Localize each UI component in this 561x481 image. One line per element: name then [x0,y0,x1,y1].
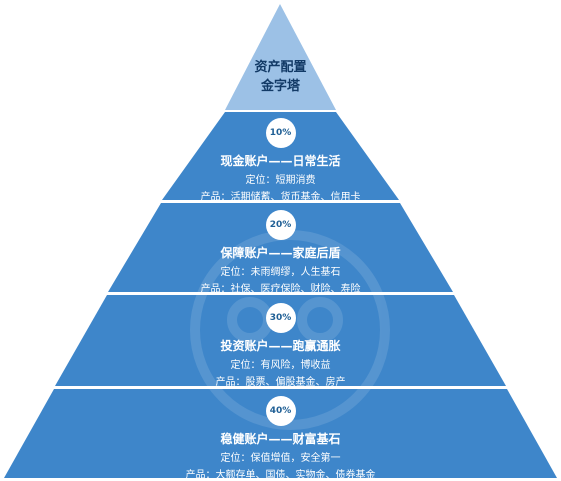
tier-stable: 40% 稳健账户——财富基石 定位：保值增值，安全第一 产品：大额存单、国债、实… [0,396,561,481]
apex-line-2: 金字塔 [260,79,300,94]
pyramid-apex [225,4,336,110]
pyramid-tier-2 [108,203,453,292]
pyramid-tier-1 [162,112,399,200]
tier-position: 定位：有风险，博收益 [230,360,331,371]
tier-title: 保障账户——家庭后盾 [220,246,341,260]
tier-title: 现金账户——日常生活 [220,154,341,168]
tier-position: 定位：短期消费 [245,175,316,186]
percent-badge: 20% [265,210,296,240]
percent-badge: 30% [265,303,296,333]
apex-line-1: 资产配置 [254,60,307,75]
tier-protection: 20% 保障账户——家庭后盾 定位：未雨绸缪，人生基石 产品：社保、医疗保险、财… [0,210,561,295]
tier-position: 定位：未雨绸缪，人生基石 [220,267,341,278]
tier-products: 产品：社保、医疗保险、财险、寿险 [200,284,361,295]
tier-title: 投资账户——跑赢通胀 [220,339,341,353]
tier-investment: 30% 投资账户——跑赢通胀 定位：有风险，博收益 产品：股票、偏股基金、房产 [0,303,561,388]
pyramid-tier-4 [4,389,557,478]
tier-title: 稳健账户——财富基石 [220,432,341,446]
tier-products: 产品：大额存单、国债、实物金、债券基金 [185,470,376,481]
percent-badge: 40% [265,396,296,426]
tier-products: 产品：股票、偏股基金、房产 [215,377,346,388]
tier-products: 产品：活期储蓄、货币基金、信用卡 [200,192,361,203]
tier-position: 定位：保值增值，安全第一 [220,453,341,464]
percent-badge: 10% [265,118,296,148]
apex-label: 资产配置 金字塔 [0,58,561,96]
pyramid-tier-3 [55,295,506,386]
tier-cash: 10% 现金账户——日常生活 定位：短期消费 产品：活期储蓄、货币基金、信用卡 [0,118,561,203]
